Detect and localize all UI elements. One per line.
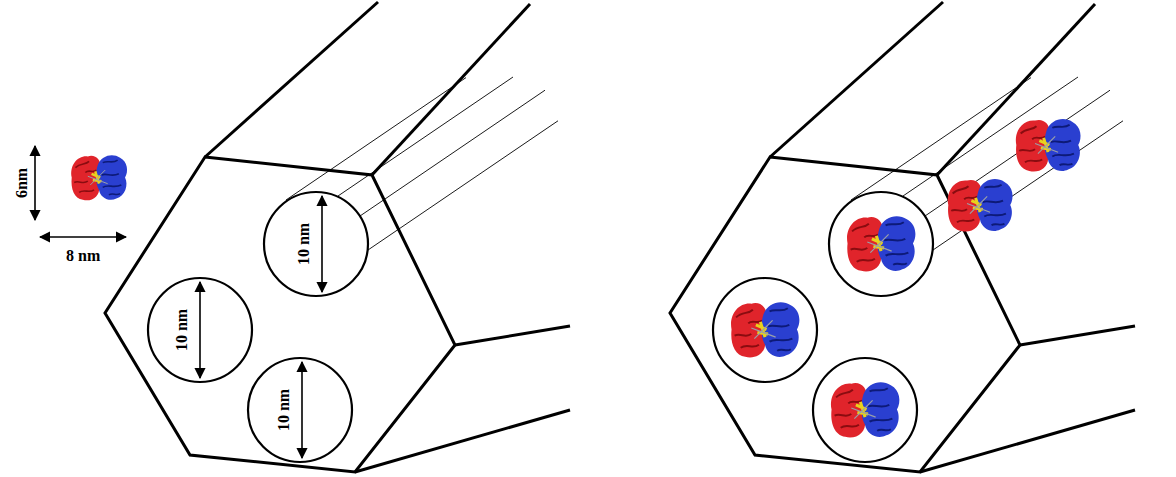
silica-prism (105, 2, 570, 472)
pore-diameter: 10 nm (174, 309, 190, 351)
protein-icon (1016, 119, 1081, 171)
silica-prism (670, 2, 1135, 472)
protein-icon (948, 179, 1013, 231)
pore-circle: 10 nm (146, 276, 254, 384)
pore-outline (829, 192, 933, 296)
protein-icon (847, 216, 915, 271)
pore-circle: 10 nm (262, 190, 370, 298)
pore-outline (813, 358, 917, 462)
protein-icon (831, 382, 899, 437)
pore-outline (713, 278, 817, 382)
pore-diameter: 10 nm (296, 223, 312, 265)
pore-outline (262, 190, 370, 298)
pore-outline (146, 276, 254, 384)
protein-icon (731, 302, 799, 357)
pore-outline (246, 356, 354, 464)
dimension-width: 8 nm (65, 248, 101, 264)
pore-diameter: 10 nm (276, 389, 292, 431)
pore-circle: 10 nm (246, 356, 354, 464)
dimension-height: 6nm (14, 167, 30, 199)
